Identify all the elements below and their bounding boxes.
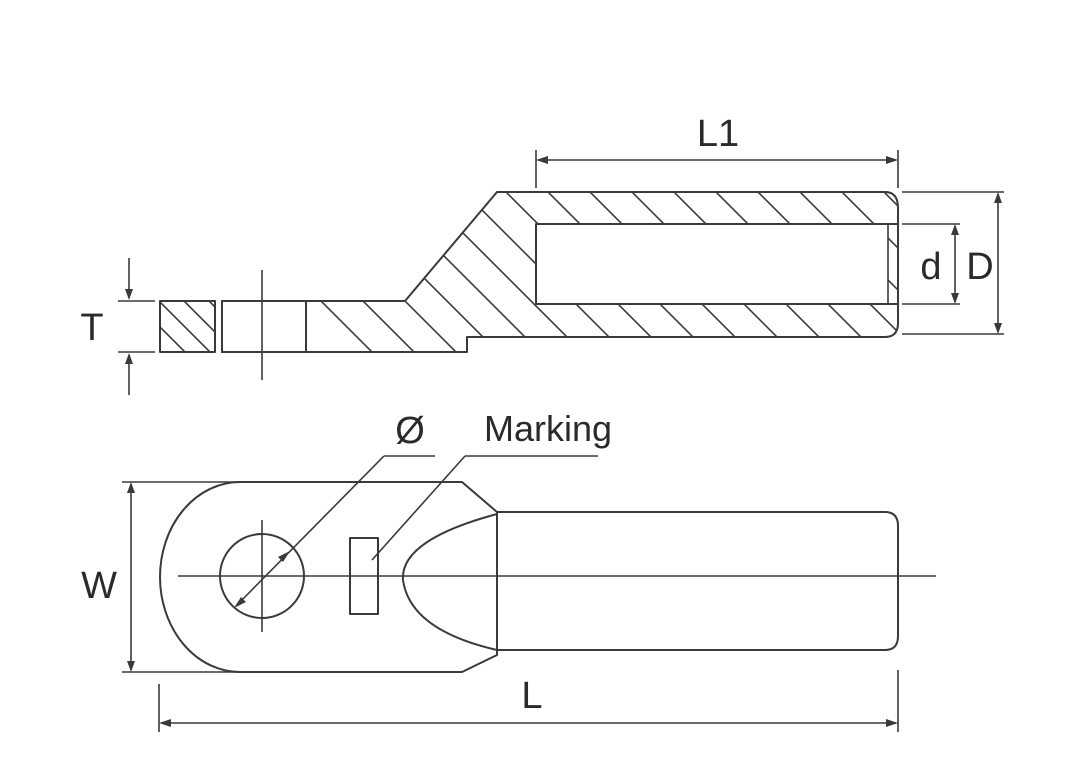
d-inner-dimension [902, 223, 960, 305]
marking-leader [371, 455, 598, 561]
l-dimension [158, 670, 899, 732]
bore-outline [535, 223, 899, 305]
barrel-top-outline [496, 511, 899, 651]
l1-dimension [535, 150, 899, 188]
palm-hatching [160, 301, 215, 352]
side-section-view: T L1 d D [80, 113, 1083, 395]
hatch-line [306, 192, 381, 352]
barrel-section-outline [305, 191, 899, 353]
d-outer-label: D [966, 246, 993, 288]
hatch-line [306, 192, 465, 352]
palm-left-section [159, 300, 216, 353]
diameter-label: Ø [395, 410, 425, 452]
w-label: W [81, 565, 117, 607]
lug-top-outline [159, 481, 498, 673]
marking-area [349, 537, 379, 615]
w-dimension [122, 481, 245, 673]
d-label: d [920, 246, 941, 288]
hatch-line [1040, 180, 1083, 360]
transition-curve [401, 513, 498, 651]
d-outer-dimension [902, 191, 1004, 335]
l1-label: L1 [697, 113, 739, 155]
t-dimension [118, 258, 155, 395]
hatch-line [998, 180, 1083, 360]
hatch-line [306, 192, 423, 352]
l-label: L [521, 675, 542, 717]
hatch-line [829, 192, 898, 352]
top-view: Ø Marking W L [81, 408, 936, 732]
marking-label: Marking [484, 408, 612, 449]
diameter-leader [234, 455, 435, 608]
t-label: T [80, 307, 103, 349]
